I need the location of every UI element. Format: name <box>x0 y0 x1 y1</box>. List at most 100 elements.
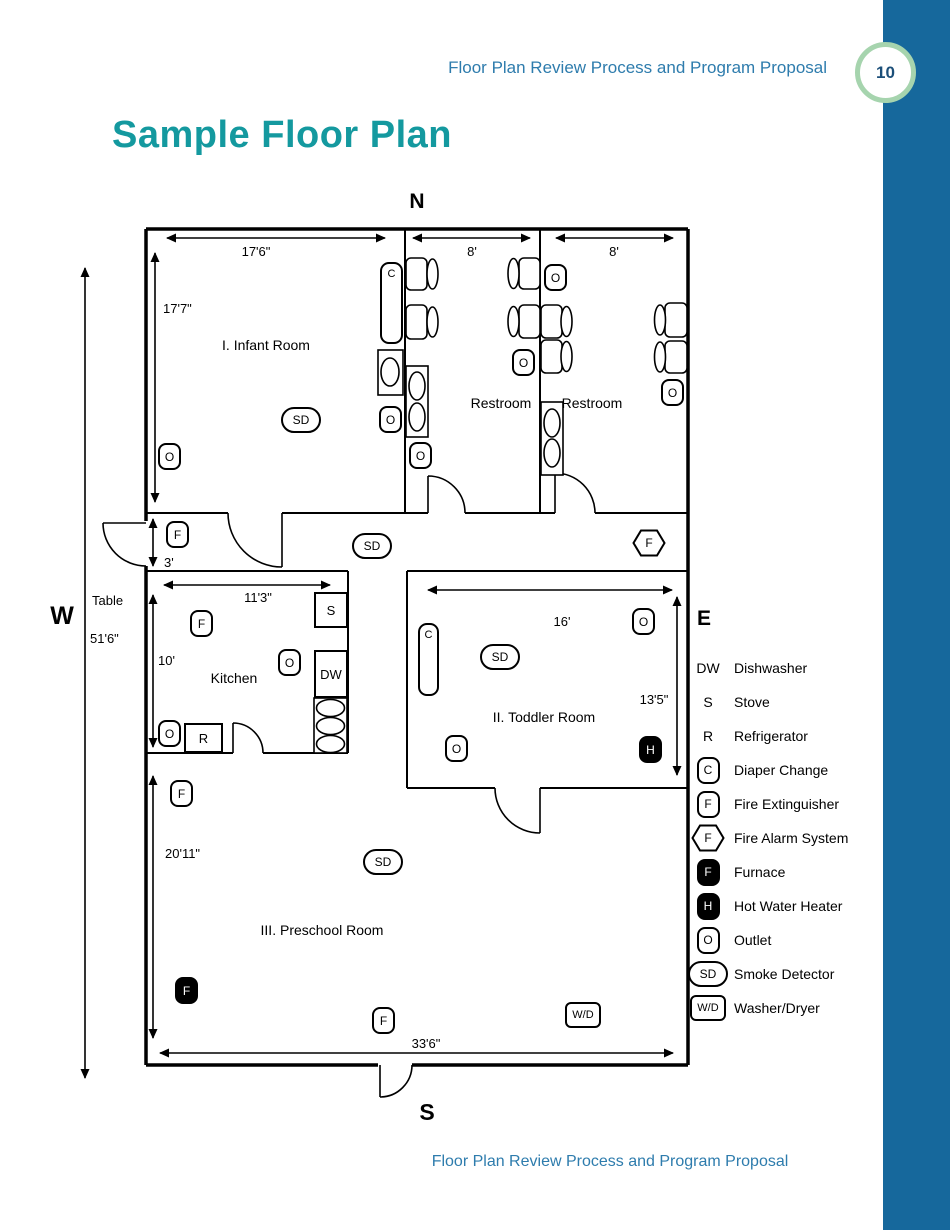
outlet-symbol: O <box>379 406 402 433</box>
legend-row-fire-extinguisher: F Fire Extinguisher <box>688 787 848 821</box>
diaper-change-table: C <box>418 623 439 696</box>
dim-top-mid: 8' <box>467 244 477 259</box>
smoke-detector-symbol: SD <box>480 644 520 670</box>
washer-dryer-icon: W/D <box>690 995 726 1021</box>
legend-row-stove: S Stove <box>703 694 770 710</box>
outlet-symbol: O <box>409 442 432 469</box>
dishwasher-key: DW <box>696 660 720 676</box>
outlet-symbol: O <box>632 608 655 635</box>
outlet-symbol: O <box>544 264 567 291</box>
washer-dryer-symbol: W/D <box>565 1002 601 1028</box>
exterior-walls <box>144 227 690 1067</box>
compass-north: N <box>409 190 425 213</box>
compass-south: S <box>419 1099 435 1125</box>
sink-fixture <box>405 365 429 438</box>
dim-preschool-height: 20'11" <box>165 846 201 861</box>
dishwasher-box: DW <box>314 650 348 698</box>
legend-row-refrigerator: R Refrigerator <box>702 728 808 744</box>
room-label-kitchen: Kitchen <box>210 670 258 686</box>
outlet-symbol: O <box>445 735 468 762</box>
refrigerator-box: R <box>184 723 223 753</box>
dim-top-left: 17'6" <box>241 244 271 259</box>
page-number-badge: 10 <box>855 42 916 103</box>
room-label-restroom1: Restroom <box>470 395 532 411</box>
outlet-symbol: O <box>661 379 684 406</box>
sink-fixture <box>540 401 564 476</box>
header-title: Floor Plan Review Process and Program Pr… <box>448 58 827 77</box>
fire-alarm-icon: F <box>691 824 725 852</box>
dimension-arrows <box>80 233 682 1079</box>
smoke-detector-symbol: SD <box>363 849 403 875</box>
fire-extinguisher-symbol: F <box>372 1007 395 1034</box>
legend-row-smoke-detector: SD Smoke Detector <box>688 957 848 991</box>
dim-kitchen-width: 11'3" <box>244 590 272 605</box>
diaper-change-icon: C <box>696 756 720 784</box>
legend-row-outlet: O Outlet <box>688 923 848 957</box>
south-entry-door <box>379 1064 413 1098</box>
dim-toddler-height: 13'5" <box>639 692 669 707</box>
toilet-fixtures <box>405 257 688 374</box>
toilet-fixture <box>540 304 573 339</box>
outlet-symbol: O <box>158 720 181 747</box>
page-title: Sample Floor Plan <box>112 114 453 156</box>
restroom1-door <box>427 475 466 514</box>
legend-row-washer-dryer: W/D Washer/Dryer <box>688 991 848 1025</box>
hot-water-heater-symbol: H <box>639 736 662 763</box>
outlet-symbol: O <box>158 443 181 470</box>
fire-alarm-symbol: F <box>632 529 666 557</box>
smoke-detector-symbol: SD <box>352 533 392 559</box>
toilet-fixture <box>540 339 573 374</box>
dim-top-right: 8' <box>609 244 619 259</box>
kitchen-sink-fixture <box>313 697 348 754</box>
refrigerator-key: R <box>702 728 714 744</box>
room-label-infant: I. Infant Room <box>222 337 310 353</box>
dim-hall-height: 3' <box>164 555 174 570</box>
dim-infant-height: 17'7" <box>163 301 192 316</box>
toddler-room-door <box>494 787 541 834</box>
kitchen-door <box>232 722 264 754</box>
compass-east: E <box>696 607 711 630</box>
west-entry-door <box>102 522 147 567</box>
legend: DW Dishwasher S Stove R Refrigerator C D… <box>688 651 848 1025</box>
legend-row-furnace: F Furnace <box>688 855 848 889</box>
sink-fixture <box>377 349 404 396</box>
dim-building-width: 33'6" <box>411 1036 441 1051</box>
sink-fixtures <box>313 349 564 754</box>
dim-building-height: 51'6" <box>90 631 119 646</box>
toilet-fixture <box>405 257 439 291</box>
restroom2-door <box>554 472 596 514</box>
dim-kitchen-height: 10' <box>158 653 175 668</box>
hexagon-icon <box>632 529 666 557</box>
fire-extinguisher-symbol: F <box>166 521 189 548</box>
right-accent-bar <box>883 0 950 1230</box>
legend-row-dishwasher: DW Dishwasher <box>696 660 808 676</box>
outlet-icon: O <box>696 926 720 954</box>
dim-table-label: Table <box>92 593 124 608</box>
legend-row-fire-alarm: F Fire Alarm System <box>688 821 848 855</box>
footer-title: Floor Plan Review Process and Program Pr… <box>431 1153 789 1170</box>
toilet-fixture <box>405 304 439 340</box>
smoke-detector-symbol: SD <box>281 407 321 433</box>
legend-row-hot-water-heater: H Hot Water Heater <box>688 889 848 923</box>
room-label-restroom2: Restroom <box>561 395 623 411</box>
outlet-symbol: O <box>512 349 535 376</box>
smoke-detector-icon: SD <box>688 961 728 987</box>
legend-row-diaper-change: C Diaper Change <box>688 753 848 787</box>
stove-box: S <box>314 592 348 628</box>
fire-extinguisher-symbol: F <box>190 610 213 637</box>
hot-water-heater-icon: H <box>696 892 720 920</box>
furnace-symbol: F <box>175 977 198 1004</box>
diaper-change-table: C <box>380 262 403 344</box>
outlet-symbol: O <box>278 649 301 676</box>
toilet-fixture <box>653 340 688 374</box>
compass-west: W <box>50 602 74 630</box>
dim-toddler-width: 16' <box>553 614 571 629</box>
room-label-toddler: II. Toddler Room <box>492 709 596 725</box>
toilet-fixture <box>507 257 541 290</box>
toilet-fixture <box>507 304 541 339</box>
fire-extinguisher-icon: F <box>696 790 720 818</box>
infant-room-door <box>227 512 283 568</box>
page-number: 10 <box>876 62 895 82</box>
